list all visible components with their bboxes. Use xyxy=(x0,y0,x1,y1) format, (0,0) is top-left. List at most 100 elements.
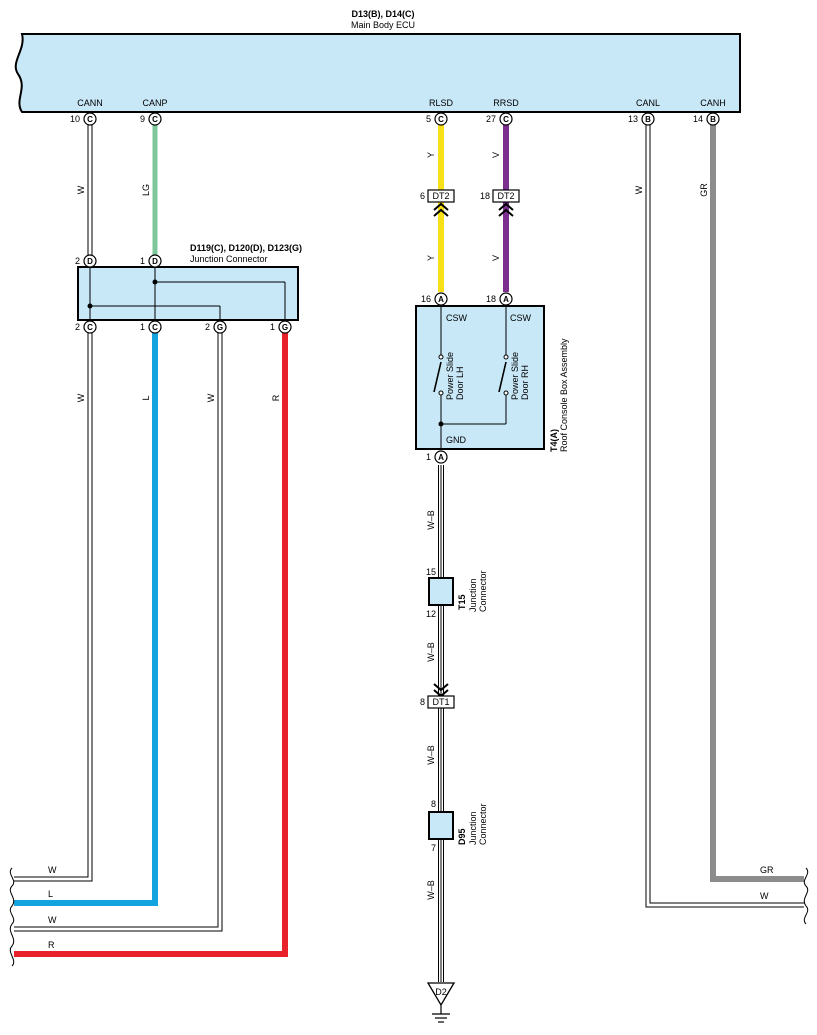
jc-pin-bottom-g2: 2 G xyxy=(205,320,227,334)
wire-label-rlsd-lower: Y xyxy=(426,255,436,261)
svg-text:13: 13 xyxy=(628,114,638,124)
svg-text:C: C xyxy=(87,323,93,332)
left-break-mark xyxy=(9,867,15,967)
svg-text:C: C xyxy=(152,323,158,332)
wire-label-gnd-3: W–B xyxy=(426,745,436,765)
ecu-pin-canh: 14 B xyxy=(693,112,720,126)
jc-pin-top-d2: 2 D xyxy=(75,254,97,268)
roof-console-name: Roof Console Box Assembly xyxy=(559,338,569,452)
svg-text:D: D xyxy=(152,257,158,266)
wire-label-jc-g2: W xyxy=(206,393,216,402)
svg-text:14: 14 xyxy=(693,114,703,124)
ecu-pin-canp: 9 C xyxy=(140,112,162,126)
wire-label-gnd-2: W–B xyxy=(426,642,436,662)
svg-text:12: 12 xyxy=(426,609,436,619)
wire-label-canh: GR xyxy=(699,183,709,197)
ground-d2: D2 xyxy=(426,982,456,1023)
roof-console-top-pin-18: 18 A xyxy=(486,292,513,306)
svg-text:7: 7 xyxy=(431,843,436,853)
svg-text:C: C xyxy=(87,115,93,124)
svg-text:16: 16 xyxy=(421,294,431,304)
svg-text:1: 1 xyxy=(140,256,145,266)
ecu-terminal-cann: CANN xyxy=(77,98,103,108)
wire-jc-g1 xyxy=(14,333,288,957)
ecu-subtitle: Main Body ECU xyxy=(351,20,415,30)
svg-text:D95: D95 xyxy=(457,828,467,845)
ecu-pin-rrsd: 27 C xyxy=(486,112,513,126)
ecu-pin-canl: 13 B xyxy=(628,112,655,126)
ecu-box xyxy=(14,33,741,113)
wire-label-gnd-1: W–B xyxy=(426,510,436,530)
wire-label-rlsd-upper: Y xyxy=(426,152,436,158)
svg-text:DT1: DT1 xyxy=(432,697,449,707)
svg-text:8: 8 xyxy=(431,799,436,809)
ecu-terminal-rlsd: RLSD xyxy=(429,98,454,108)
switch-lh-label-2: Door LH xyxy=(455,366,465,400)
switch-rh xyxy=(441,306,509,425)
inline-connector-dt2-right: 18 DT2 xyxy=(480,189,520,217)
svg-text:T15: T15 xyxy=(457,594,467,610)
roof-console-gnd: GND xyxy=(446,435,467,445)
svg-text:1: 1 xyxy=(140,322,145,332)
svg-text:C: C xyxy=(152,115,158,124)
svg-text:6: 6 xyxy=(420,191,425,201)
wire-label-jc-g1: R xyxy=(271,394,281,401)
inline-connector-dt2-left: 6 DT2 xyxy=(420,189,455,217)
inline-connector-dt1: 8 DT1 xyxy=(420,683,455,709)
wire-label-jc-c1: L xyxy=(141,395,151,400)
svg-text:27: 27 xyxy=(486,114,496,124)
ecu-title: D13(B), D14(C) xyxy=(351,9,414,19)
ecu-pin-cann: 10 C xyxy=(70,112,97,126)
svg-text:2: 2 xyxy=(75,256,80,266)
right-break-mark xyxy=(803,867,809,925)
svg-text:B: B xyxy=(645,115,651,124)
svg-text:A: A xyxy=(503,295,509,304)
roof-console-csw-left: CSW xyxy=(446,313,468,323)
edge-label-left-w1: W xyxy=(48,865,57,875)
svg-text:5: 5 xyxy=(426,114,431,124)
svg-text:Junction: Junction xyxy=(468,811,478,845)
svg-text:9: 9 xyxy=(140,114,145,124)
wire-canl xyxy=(645,125,804,908)
svg-text:18: 18 xyxy=(486,294,496,304)
wire-label-cann: W xyxy=(76,185,86,194)
svg-text:Connector: Connector xyxy=(478,803,488,845)
roof-console-code: T4(A) xyxy=(549,429,559,452)
svg-text:2: 2 xyxy=(205,322,210,332)
wire-canh xyxy=(710,125,804,882)
svg-text:A: A xyxy=(438,295,444,304)
roof-console-bottom-pin: 1 A xyxy=(426,450,448,464)
roof-console-csw-right: CSW xyxy=(510,313,532,323)
svg-text:1: 1 xyxy=(426,452,431,462)
svg-text:G: G xyxy=(282,323,288,332)
svg-text:Connector: Connector xyxy=(478,570,488,612)
gnd-junction-dot xyxy=(438,421,444,427)
jc-internal-bus xyxy=(87,267,286,320)
switch-rh-label-1: Power Slide xyxy=(510,352,520,400)
jc-subtitle: Junction Connector xyxy=(190,254,268,264)
svg-text:10: 10 xyxy=(70,114,80,124)
svg-text:8: 8 xyxy=(420,697,425,707)
junction-t15: 15 12 T15 Junction Connector xyxy=(426,567,488,619)
wire-label-rrsd-upper: V xyxy=(491,152,501,158)
ecu-terminal-rrsd: RRSD xyxy=(493,98,519,108)
svg-text:D2: D2 xyxy=(435,987,447,997)
switch-lh-label-1: Power Slide xyxy=(445,352,455,400)
svg-text:C: C xyxy=(503,115,509,124)
svg-text:2: 2 xyxy=(75,322,80,332)
svg-text:A: A xyxy=(438,453,444,462)
edge-label-right-gr: GR xyxy=(760,865,774,875)
roof-console-top-pin-16: 16 A xyxy=(421,292,448,306)
svg-text:15: 15 xyxy=(426,567,436,577)
jc-box xyxy=(77,266,299,321)
wire-jc-c1 xyxy=(14,333,158,906)
jc-pin-bottom-c1: 1 C xyxy=(140,320,162,334)
ecu-pin-rlsd: 5 C xyxy=(426,112,448,126)
jc-pin-bottom-c2: 2 C xyxy=(75,320,97,334)
ecu-terminal-canl: CANL xyxy=(636,98,660,108)
edge-label-left-l: L xyxy=(48,889,53,899)
wire-label-jc-c2: W xyxy=(76,393,86,402)
switch-rh-label-2: Door RH xyxy=(520,365,530,400)
junction-d95: 8 7 D95 Junction Connector xyxy=(428,799,488,853)
